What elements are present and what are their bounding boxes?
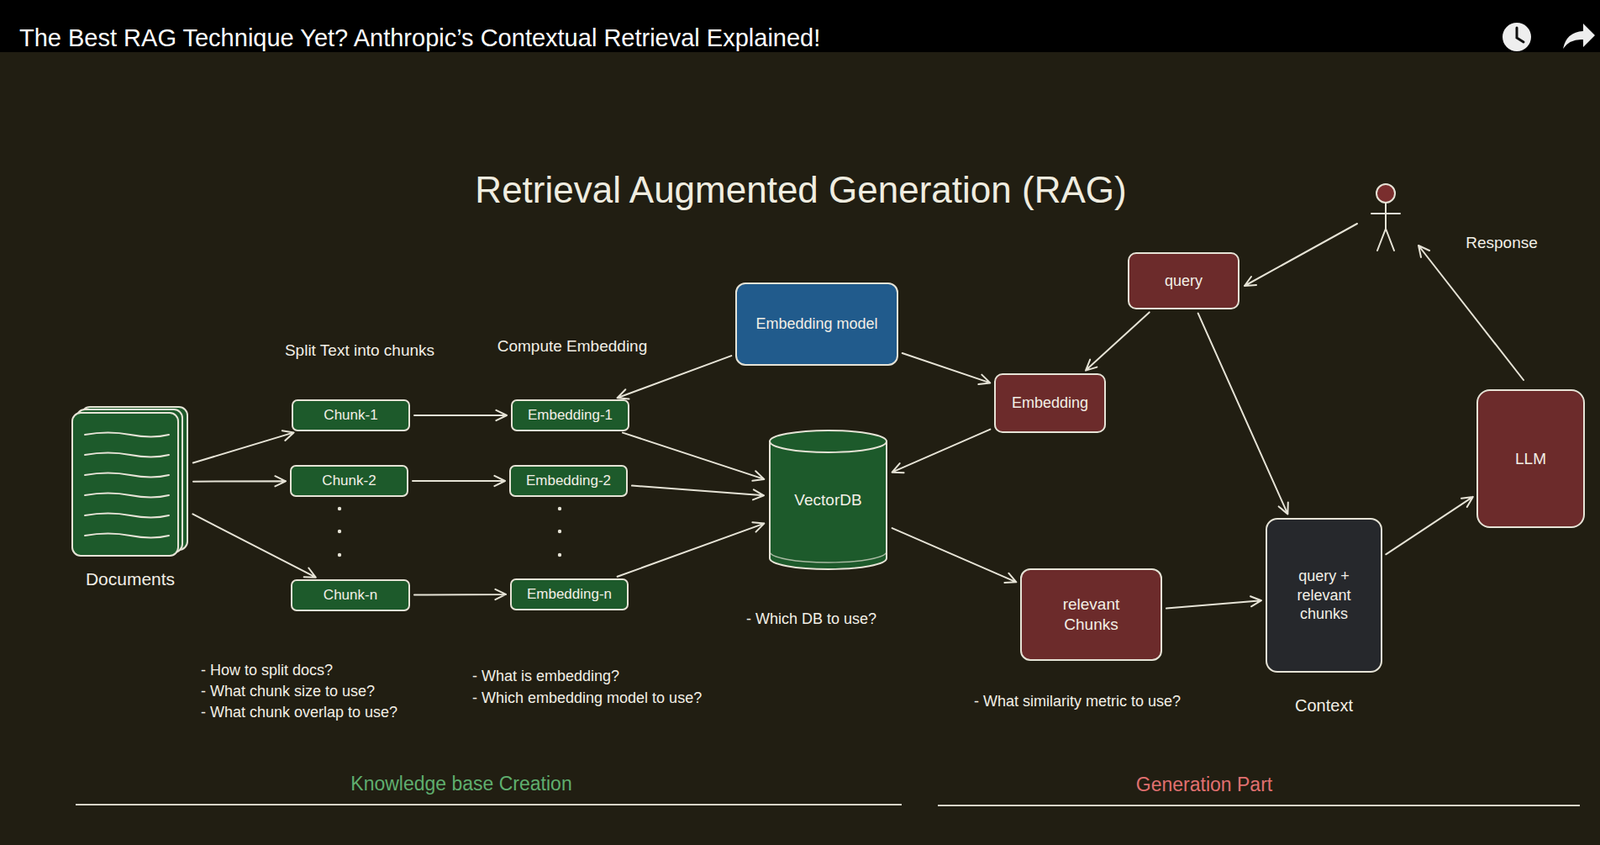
chunk-box: Chunk-2 (289, 464, 409, 497)
node-text: Embedding-n (526, 584, 612, 603)
question-note: - Which DB to use? (746, 610, 877, 628)
section-heading: Generation Part (1136, 773, 1273, 796)
document-text-line (84, 432, 169, 437)
connector-arrow (902, 352, 991, 385)
embedding-box: Embedding-2 (509, 464, 628, 497)
document-text-line (84, 513, 169, 518)
ellipsis-dots (337, 506, 562, 557)
document-text-line (84, 473, 169, 478)
document-stack: Documents (71, 405, 190, 558)
user-query-arrow (1244, 223, 1358, 286)
response-arrow (1418, 245, 1524, 380)
video-title: The Best RAG Technique Yet? Anthropic’s … (19, 24, 821, 53)
node-text: Embedding (1011, 393, 1089, 413)
cylinder-inner-rim (769, 551, 887, 563)
user-figure (1371, 184, 1400, 251)
connector-arrow (1085, 311, 1150, 370)
node-text: Embedding-2 (526, 471, 611, 490)
node-text: Chunk-1 (323, 405, 378, 424)
diagram-title: Retrieval Augmented Generation (RAG) (474, 168, 1127, 211)
step-label: Compute Embedding (497, 336, 648, 356)
cylinder-body (769, 441, 887, 569)
watch-later-hands (1516, 27, 1524, 43)
connector-arrow (617, 521, 765, 577)
question-note: - How to split docs? (200, 661, 333, 679)
query-box: query (1127, 252, 1240, 310)
node-text: Embedding-1 (527, 405, 613, 424)
section-underline (937, 804, 1580, 806)
step-label: Split Text into chunks (284, 341, 435, 360)
embedding-box: Embedding-1 (510, 399, 630, 432)
section-heading: Knowledge base Creation (350, 772, 572, 795)
relevant-chunks-box: relevant Chunks (1020, 568, 1163, 661)
connector-arrow (193, 430, 295, 463)
question-note: - What chunk overlap to use? (200, 703, 398, 722)
node-text: VectorDB (794, 489, 862, 511)
document-sheet (72, 412, 179, 556)
node-text: Chunk-n (323, 585, 378, 604)
connector-arrow (622, 432, 764, 481)
connector-arrow (631, 485, 764, 500)
document-text-line (84, 493, 169, 498)
document-stack-drawing (71, 405, 190, 558)
chunk-box: Chunk-n (290, 578, 411, 611)
question-note: - What similarity metric to use? (973, 692, 1181, 711)
question-note: - What chunk size to use? (200, 682, 375, 700)
chunk-box: Chunk-1 (291, 399, 411, 432)
node-text: relevant Chunks (1049, 594, 1134, 635)
question-note: - What is embedding? (472, 667, 620, 685)
node-text: query (1164, 271, 1203, 291)
llm-box: LLM (1476, 389, 1585, 528)
connector-arrow (192, 513, 316, 577)
share-icon (1563, 23, 1595, 49)
node-text: LLM (1515, 448, 1547, 469)
embedding-model-box: Embedding model (735, 282, 899, 366)
embedding-box: Embedding (994, 373, 1106, 433)
connector-arrow (1198, 313, 1289, 515)
node-text: Embedding model (755, 314, 878, 334)
connector-arrow (1385, 496, 1474, 554)
cylinder-top (769, 430, 887, 453)
video-top-bar (0, 0, 1600, 53)
connector-arrow (414, 589, 506, 600)
node-heading: Documents (85, 568, 175, 590)
embedding-box: Embedding-n (510, 578, 629, 611)
question-note: - Which embedding model to use? (472, 689, 702, 707)
connector-arrow (1166, 595, 1262, 608)
connector-arrow (892, 429, 991, 474)
vector-db-cylinder: VectorDB (768, 428, 889, 572)
connector-arrow (193, 475, 286, 486)
node-text: Chunk-2 (321, 471, 376, 490)
node-text: query + relevant chunks (1286, 566, 1363, 624)
connector-arrow (892, 527, 1017, 583)
document-text-line (84, 452, 169, 458)
node-heading: Context (1294, 695, 1353, 716)
arrow-label: Response (1465, 233, 1538, 253)
document-text-line (84, 533, 169, 538)
watch-later-icon (1502, 22, 1532, 52)
connector-arrow (617, 355, 732, 400)
section-underline (75, 803, 902, 806)
connector-arrow (414, 410, 507, 421)
context-box: query + relevant chunksContext (1265, 517, 1383, 673)
connector-arrow (412, 475, 506, 486)
